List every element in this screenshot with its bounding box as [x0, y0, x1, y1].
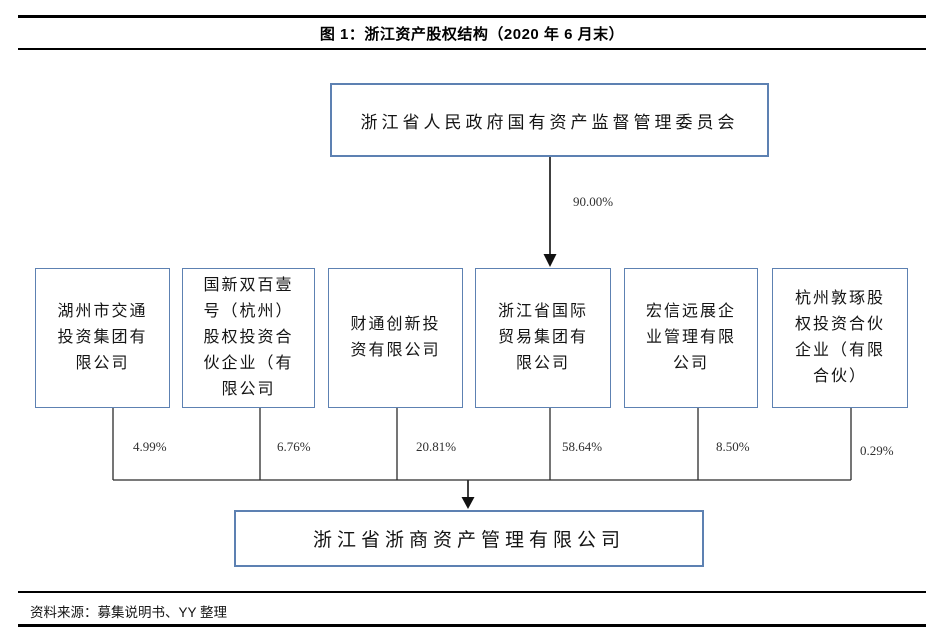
- stake-label: 58.64%: [562, 439, 603, 454]
- source-note: 资料来源：募集说明书、YY 整理: [30, 605, 228, 620]
- footer-bottom-rule: [18, 624, 926, 627]
- shareholder-box: 湖州市交通投资集团有限公司: [35, 268, 170, 408]
- footer-top-rule: [18, 591, 926, 593]
- target-arrowhead-icon: [461, 497, 475, 509]
- stake-label: 4.99%: [133, 439, 167, 454]
- title-underline-rule: [18, 48, 926, 50]
- org-box-target: 浙江省浙商资产管理有限公司: [234, 510, 704, 567]
- shareholder-name: 财通创新投资有限公司: [350, 316, 441, 359]
- shareholder-name: 浙江省国际贸易集团有限公司: [497, 303, 588, 372]
- shareholder-name: 杭州敦琢股权投资合伙企业（有限合伙）: [794, 290, 885, 385]
- stake-label: 20.81%: [416, 439, 457, 454]
- stake-label: 6.76%: [277, 439, 311, 454]
- shareholder-box: 浙江省国际贸易集团有限公司: [475, 268, 611, 408]
- stake-label: 8.50%: [716, 439, 750, 454]
- shareholder-box: 国新双百壹号（杭州）股权投资合伙企业（有限公司: [182, 268, 315, 408]
- shareholder-box: 杭州敦琢股权投资合伙企业（有限合伙）: [772, 268, 908, 408]
- org-box-controller: 浙江省人民政府国有资产监督管理委员会: [330, 83, 769, 157]
- target-name: 浙江省浙商资产管理有限公司: [312, 530, 625, 551]
- stake-label: 0.29%: [860, 443, 894, 458]
- top-rule: [18, 15, 926, 18]
- controller-stake-label: 90.00%: [573, 194, 614, 209]
- controller-arrowhead-icon: [543, 254, 557, 267]
- shareholder-name: 国新双百壹号（杭州）股权投资合伙企业（有限公司: [203, 277, 294, 398]
- figure-title: 图 1：浙江资产股权结构（2020 年 6 月末）: [319, 26, 625, 43]
- shareholder-name: 湖州市交通投资集团有限公司: [57, 303, 148, 372]
- controller-name: 浙江省人民政府国有资产监督管理委员会: [360, 112, 739, 132]
- shareholder-box: 宏信远展企业管理有限公司: [624, 268, 758, 408]
- shareholder-box: 财通创新投资有限公司: [328, 268, 463, 408]
- shareholder-name: 宏信远展企业管理有限公司: [645, 303, 736, 372]
